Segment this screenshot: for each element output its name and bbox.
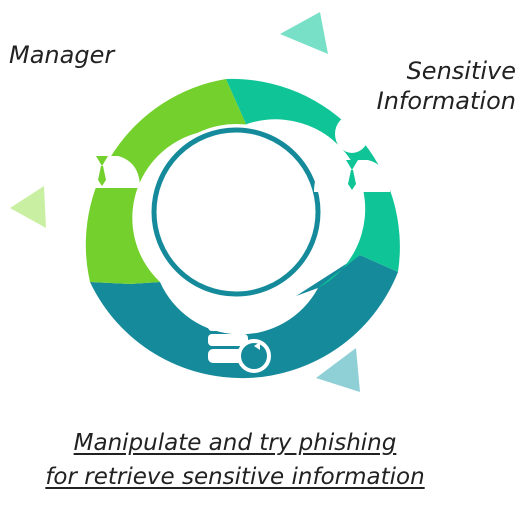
label-manager: Manager bbox=[9, 41, 115, 69]
arrow-head-top bbox=[280, 12, 328, 54]
label-sensitive-line1: Sensitive bbox=[406, 57, 516, 85]
label-sensitive-line2: Information bbox=[376, 87, 516, 115]
caption-line2: for retrieve sensitive information bbox=[45, 464, 425, 490]
arrow-head-left bbox=[10, 186, 46, 228]
inner-ring bbox=[151, 127, 321, 297]
caption: Manipulate and try phishing for retrieve… bbox=[0, 426, 470, 494]
person-icon bbox=[314, 115, 390, 192]
label-sensitive-information: Sensitive Information bbox=[377, 56, 516, 116]
arrow-head-bottom bbox=[316, 348, 360, 392]
caption-line1: Manipulate and try phishing bbox=[73, 430, 397, 456]
database-refresh-icon bbox=[208, 306, 271, 373]
person-icon bbox=[64, 111, 140, 188]
